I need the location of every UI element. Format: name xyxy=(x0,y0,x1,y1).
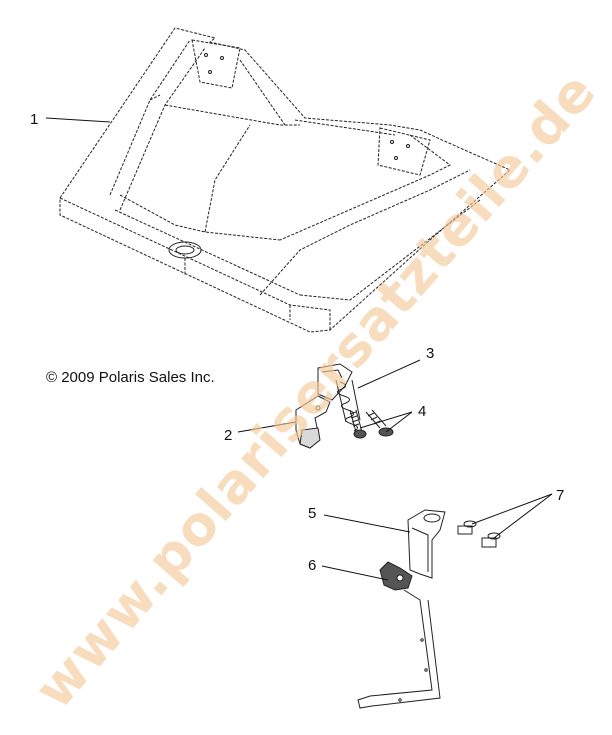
callout-2: 2 xyxy=(224,427,232,444)
callout-5: 5 xyxy=(308,505,316,522)
latch-hook xyxy=(295,395,331,449)
watermark: www.polarisersatzteile.de xyxy=(22,60,608,721)
leader-6 xyxy=(321,565,389,581)
callout-4: 4 xyxy=(418,403,426,420)
mounting-bracket xyxy=(407,509,446,579)
callout-1: 1 xyxy=(30,111,38,128)
callout-7: 7 xyxy=(556,487,564,504)
leader-3 xyxy=(357,359,421,389)
leader-lines xyxy=(45,117,553,581)
callout-3: 3 xyxy=(426,345,434,362)
latch-bracket-with-spring xyxy=(317,363,361,432)
latch-rod-assembly xyxy=(357,561,441,709)
leader-4a xyxy=(359,411,413,429)
leader-7a xyxy=(471,493,553,525)
leader-1 xyxy=(45,117,111,123)
screws xyxy=(349,409,394,439)
hood-panel xyxy=(59,27,511,333)
callout-6: 6 xyxy=(308,557,316,574)
leader-2 xyxy=(237,421,297,433)
leader-5 xyxy=(323,514,411,533)
bolts xyxy=(457,520,501,548)
copyright-notice: © 2009 Polaris Sales Inc. xyxy=(46,369,215,386)
leader-4b xyxy=(385,411,413,433)
leader-7b xyxy=(493,493,553,539)
